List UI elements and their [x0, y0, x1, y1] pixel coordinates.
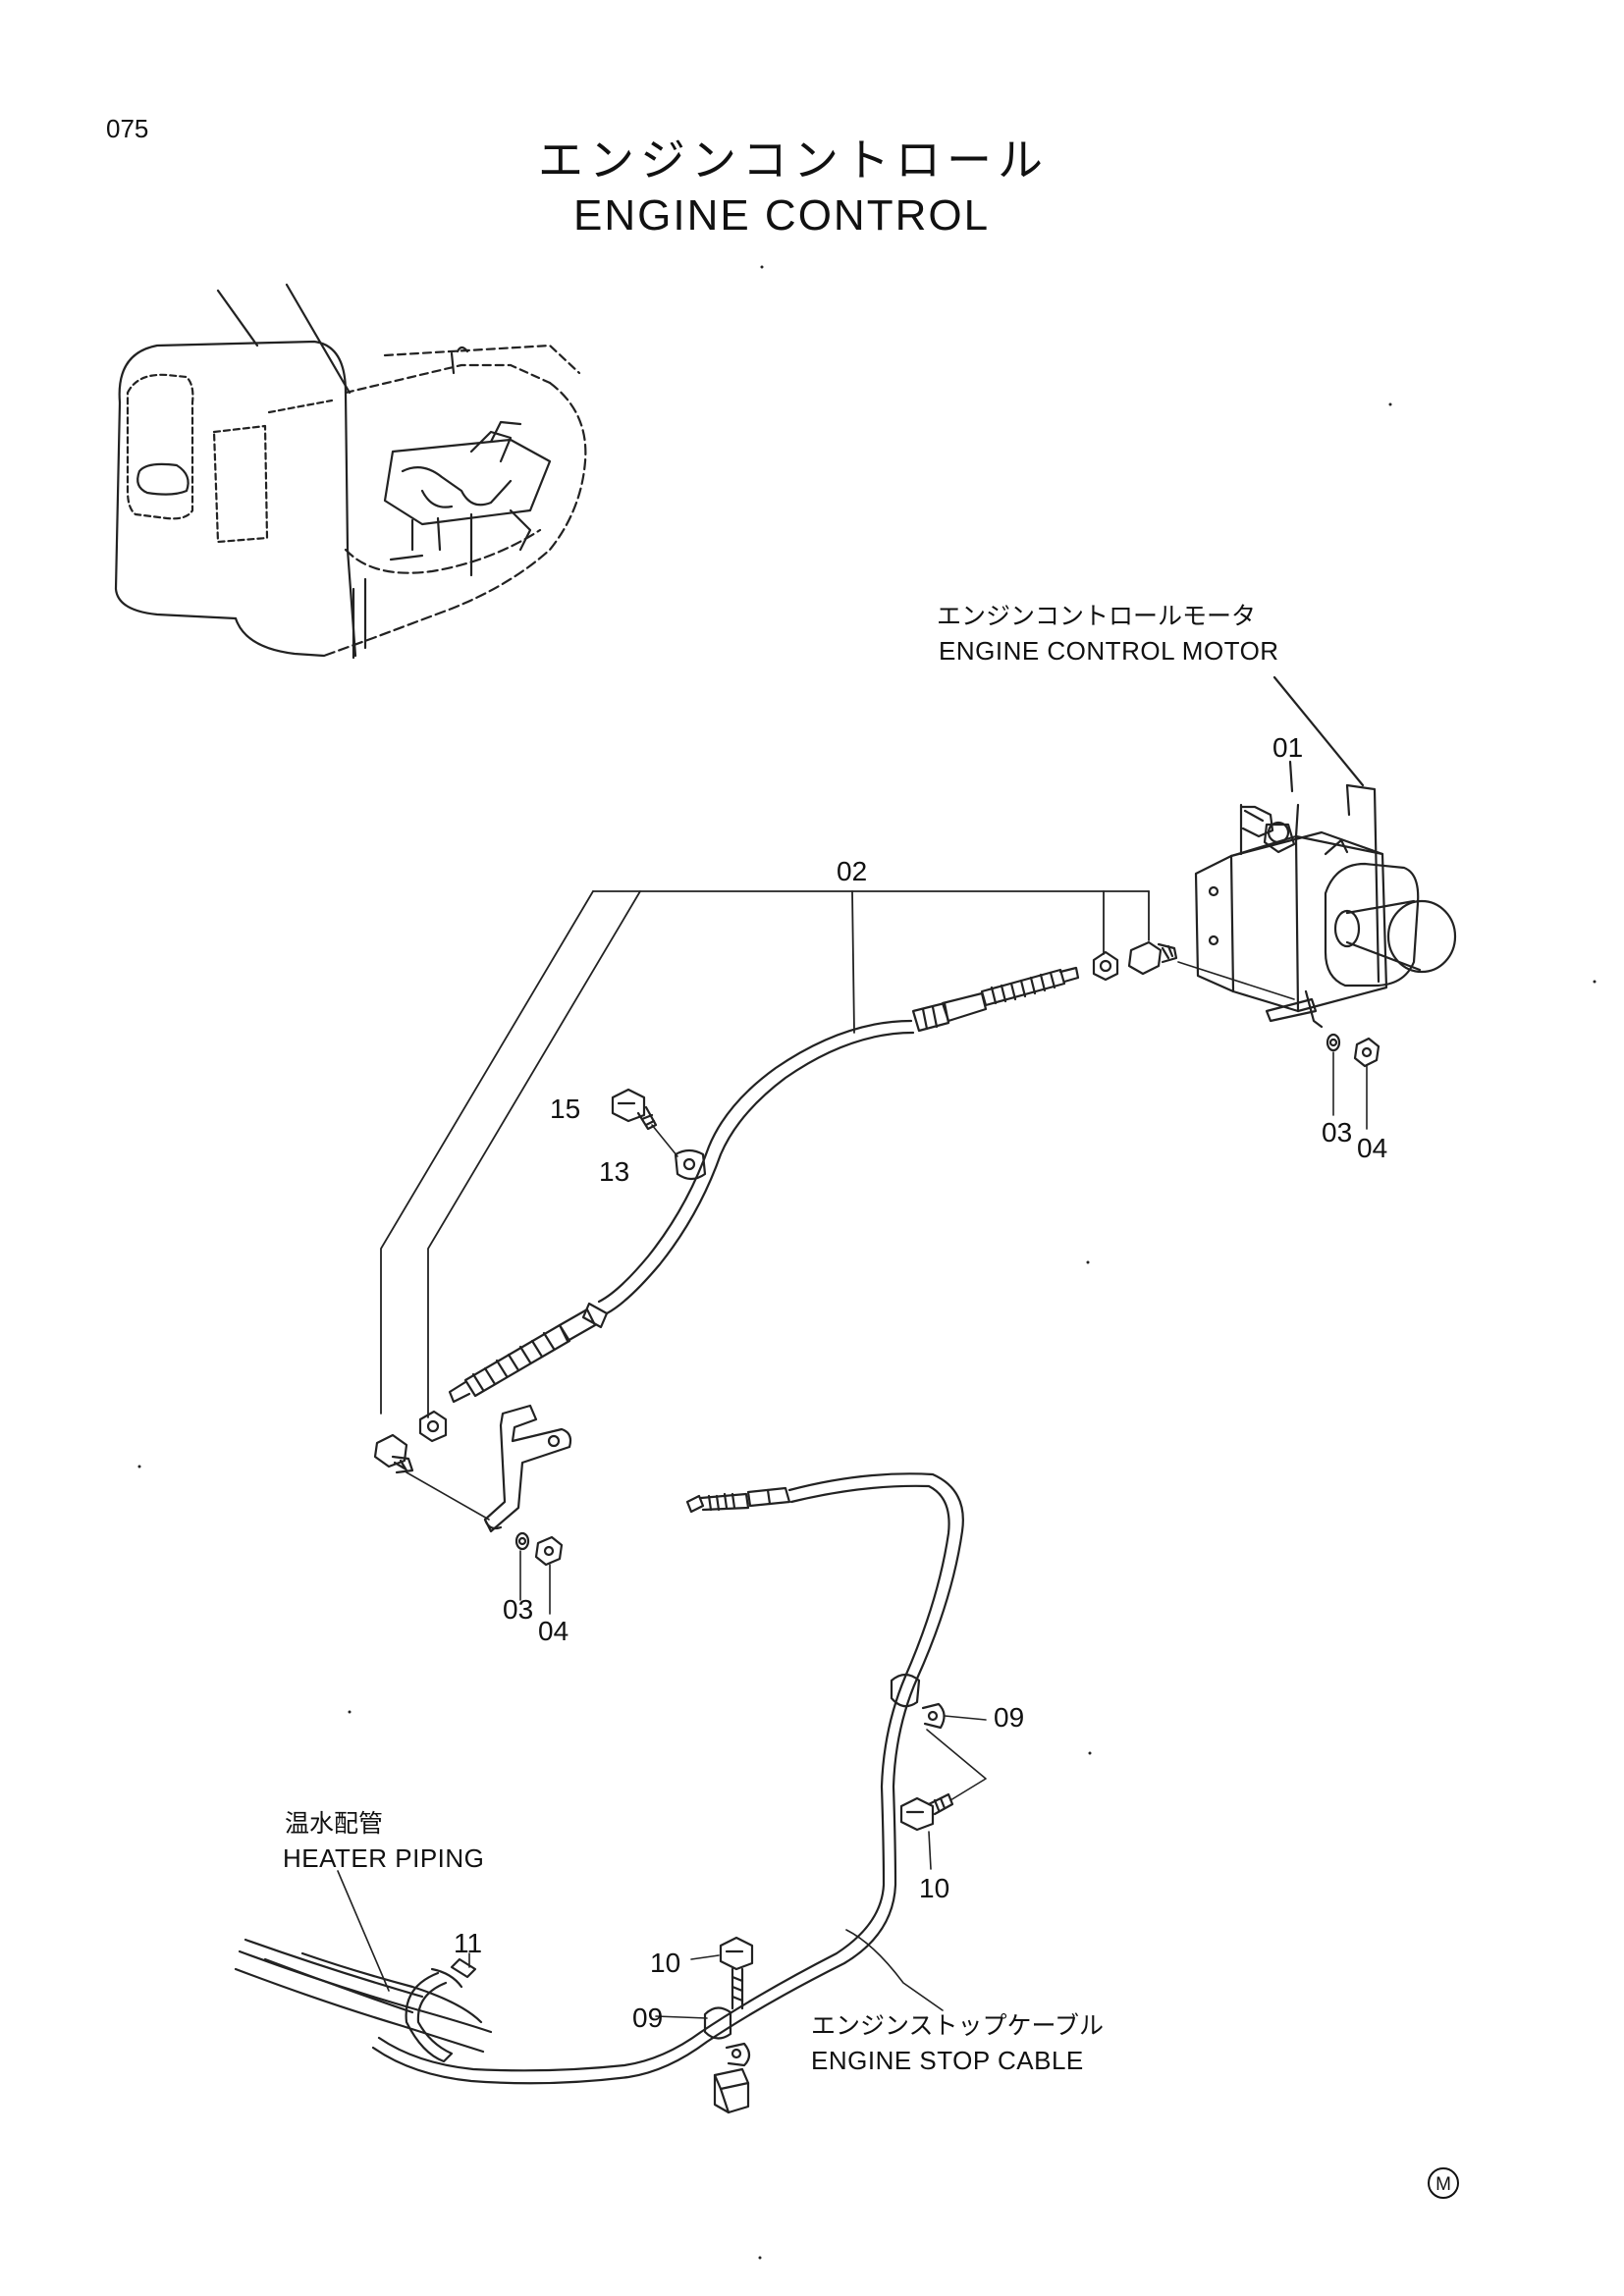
part-number-13: 13 [599, 1156, 630, 1187]
heater-piping-label: HEATER PIPING [283, 1843, 485, 1873]
corner-marker: M [1428, 2167, 1459, 2199]
part-number-15: 15 [550, 1094, 581, 1124]
leader-lines-02 [380, 890, 1150, 1418]
part-number-09-upper: 09 [994, 1702, 1025, 1733]
part-number-10-lower: 10 [650, 1948, 681, 1978]
page-title: ENGINE CONTROL [573, 191, 991, 240]
part-number-09-lower: 09 [632, 2002, 664, 2033]
heater-piping-illustration [234, 1870, 493, 2063]
part-number-04-right: 04 [1357, 1133, 1388, 1163]
cable-end-fittings-left [373, 1404, 572, 1615]
page-number: 075 [106, 114, 149, 143]
bolt-15-illustration [611, 1088, 678, 1157]
part-number-03-right: 03 [1322, 1117, 1353, 1148]
engine-stop-cable-illustration [371, 1472, 987, 2114]
heater-piping-label-japanese: 温水配管 [285, 1810, 384, 1838]
cable-end-fittings-right [1092, 940, 1178, 982]
washer-nut-right [1326, 1033, 1380, 1130]
engine-control-motor-label: ENGINE CONTROL MOTOR [939, 636, 1279, 666]
part-number-03-left: 03 [503, 1594, 534, 1625]
page-title-japanese: エンジンコントロール [538, 134, 1049, 186]
engine-control-motor-label-japanese: エンジンコントロールモータ [937, 603, 1257, 630]
engine-control-motor-illustration [1177, 675, 1457, 1029]
part-number-01: 01 [1272, 732, 1304, 763]
part-number-04-left: 04 [538, 1616, 569, 1646]
print-specks [137, 265, 1597, 2260]
part-number-02: 02 [837, 856, 868, 886]
excavator-overview-illustration [114, 283, 587, 660]
engine-control-cable-illustration [448, 966, 1080, 1404]
part-number-11: 11 [454, 1928, 483, 1958]
engine-stop-cable-label-japanese: エンジンストップケーブル [811, 2012, 1105, 2040]
part-number-10-upper: 10 [919, 1873, 950, 1903]
engine-stop-cable-label: ENGINE STOP CABLE [811, 2046, 1084, 2075]
bolt-01-illustration [1239, 760, 1296, 854]
